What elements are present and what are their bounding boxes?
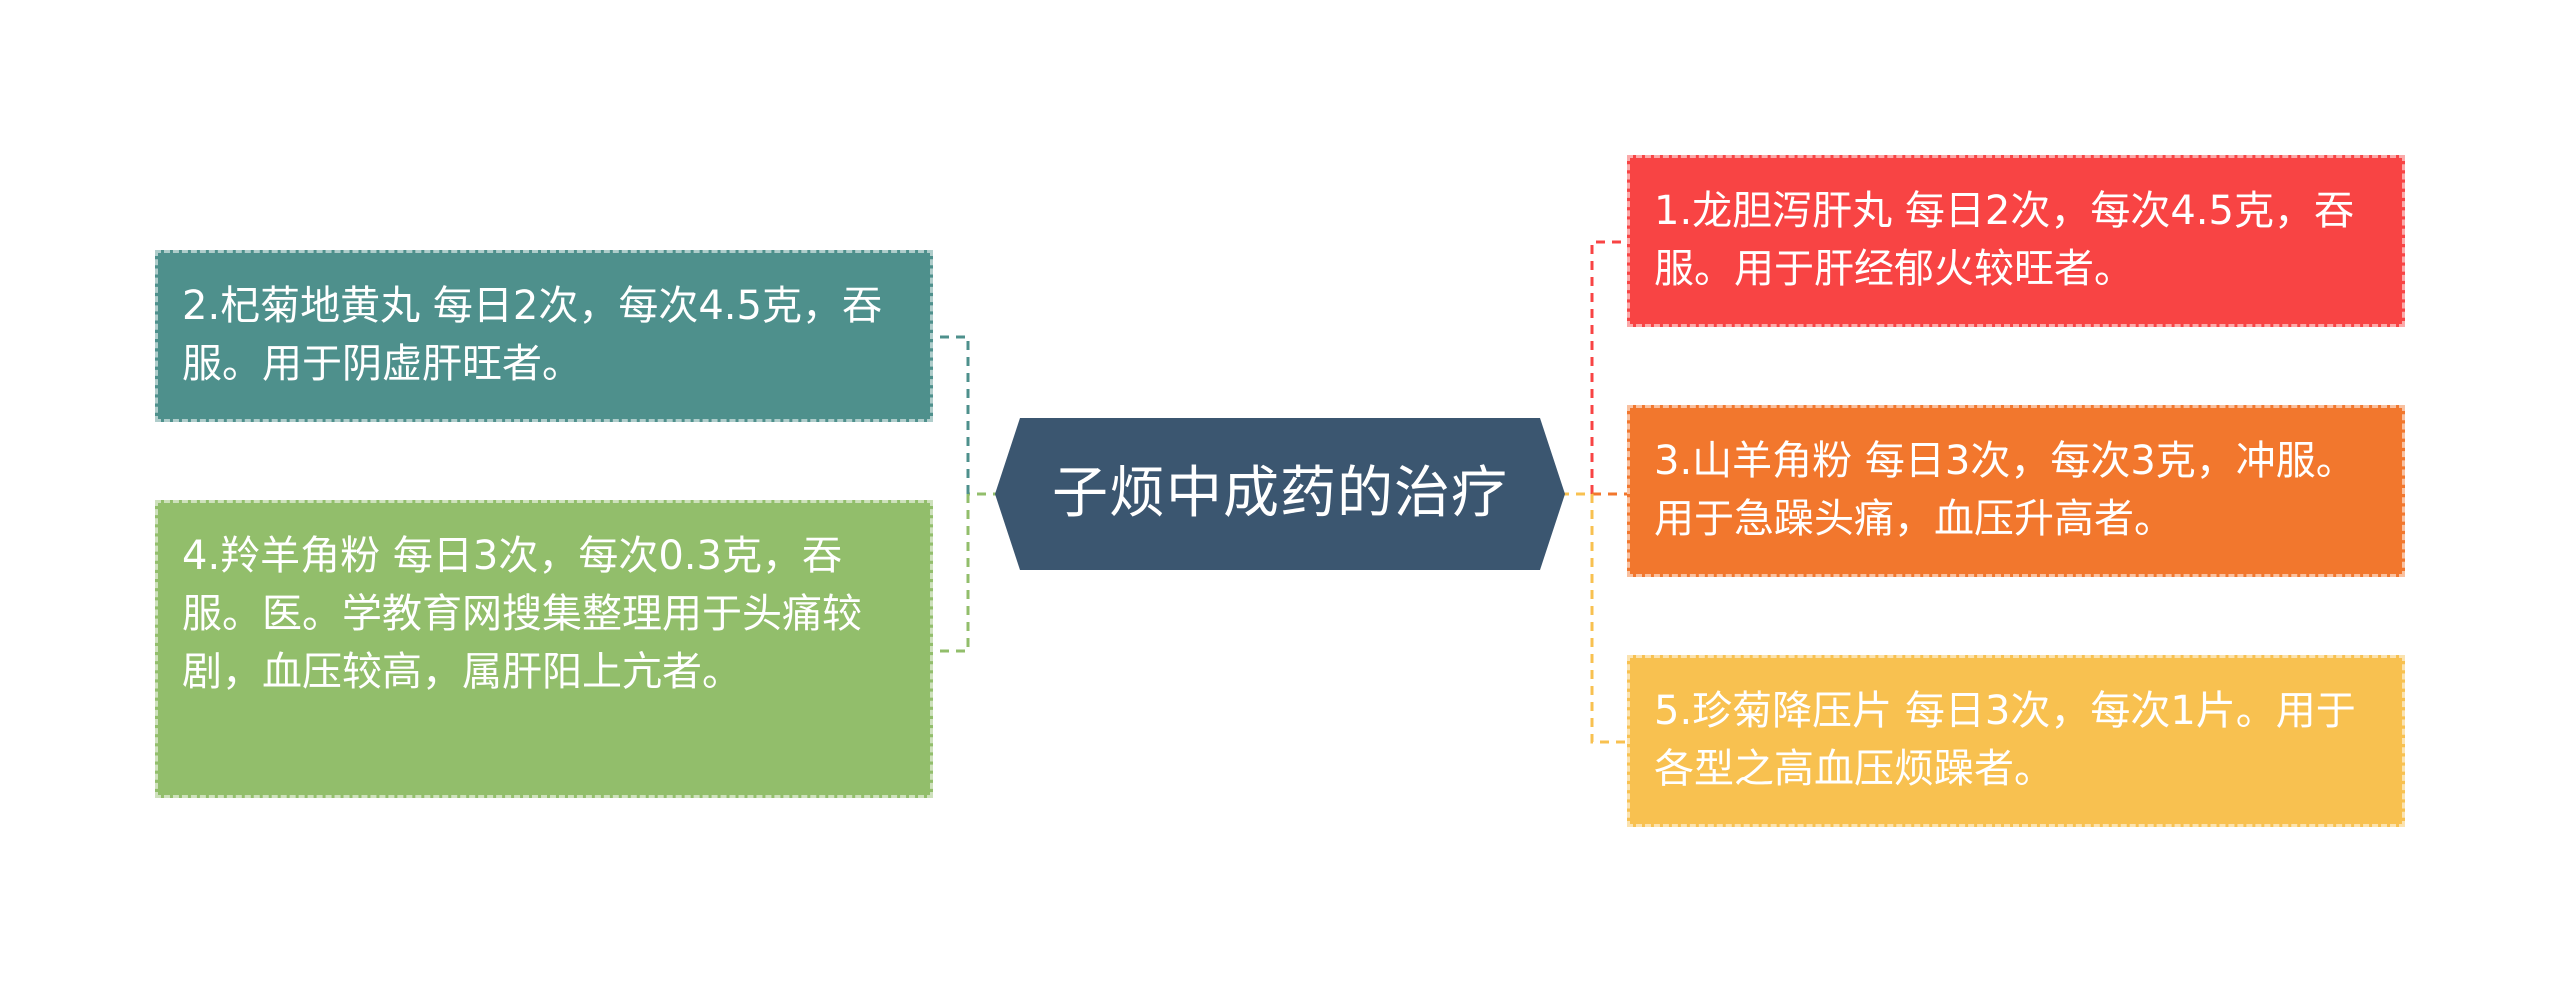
topic-node-2[interactable]: 2.杞菊地黄丸 每日2次，每次4.5克，吞服。用于阴虚肝旺者。 [155, 250, 933, 422]
right-connectors [1560, 240, 1627, 744]
connector-to-node-5 [1590, 494, 1627, 744]
topic-node-4[interactable]: 4.羚羊角粉 每日3次，每次0.3克，吞服。医。学教育网搜集整理用于头痛较剧，血… [155, 500, 933, 798]
central-topic-hexagon [995, 418, 1565, 570]
topic-node-4-text: 4.羚羊角粉 每日3次，每次0.3克，吞服。医。学教育网搜集整理用于头痛较剧，血… [182, 533, 862, 695]
topic-node-5[interactable]: 5.珍菊降压片 每日3次，每次1片。用于各型之高血压烦躁者。 [1627, 655, 2405, 827]
central-topic-label: 子烦中成药的治疗 [1052, 461, 1508, 526]
topic-node-1[interactable]: 1.龙胆泻肝丸 每日2次，每次4.5克，吞服。用于肝经郁火较旺者。 [1627, 155, 2405, 327]
connector-to-node-4 [933, 494, 970, 653]
topic-node-5-text: 5.珍菊降压片 每日3次，每次1片。用于各型之高血压烦躁者。 [1654, 688, 2356, 792]
connector-to-node-1 [1590, 240, 1627, 494]
topic-node-3[interactable]: 3.山羊角粉 每日3次，每次3克，冲服。用于急躁头痛，血压升高者。 [1627, 405, 2405, 577]
topic-node-2-text: 2.杞菊地黄丸 每日2次，每次4.5克，吞服。用于阴虚肝旺者。 [182, 283, 882, 387]
connector-to-node-2 [933, 335, 970, 494]
left-connectors [933, 335, 1002, 653]
topic-node-3-text: 3.山羊角粉 每日3次，每次3克，冲服。用于急躁头痛，血压升高者。 [1654, 438, 2356, 542]
central-topic[interactable]: 子烦中成药的治疗 [995, 418, 1565, 570]
topic-node-1-text: 1.龙胆泻肝丸 每日2次，每次4.5克，吞服。用于肝经郁火较旺者。 [1654, 188, 2354, 292]
central-topic-shape [995, 418, 1565, 570]
